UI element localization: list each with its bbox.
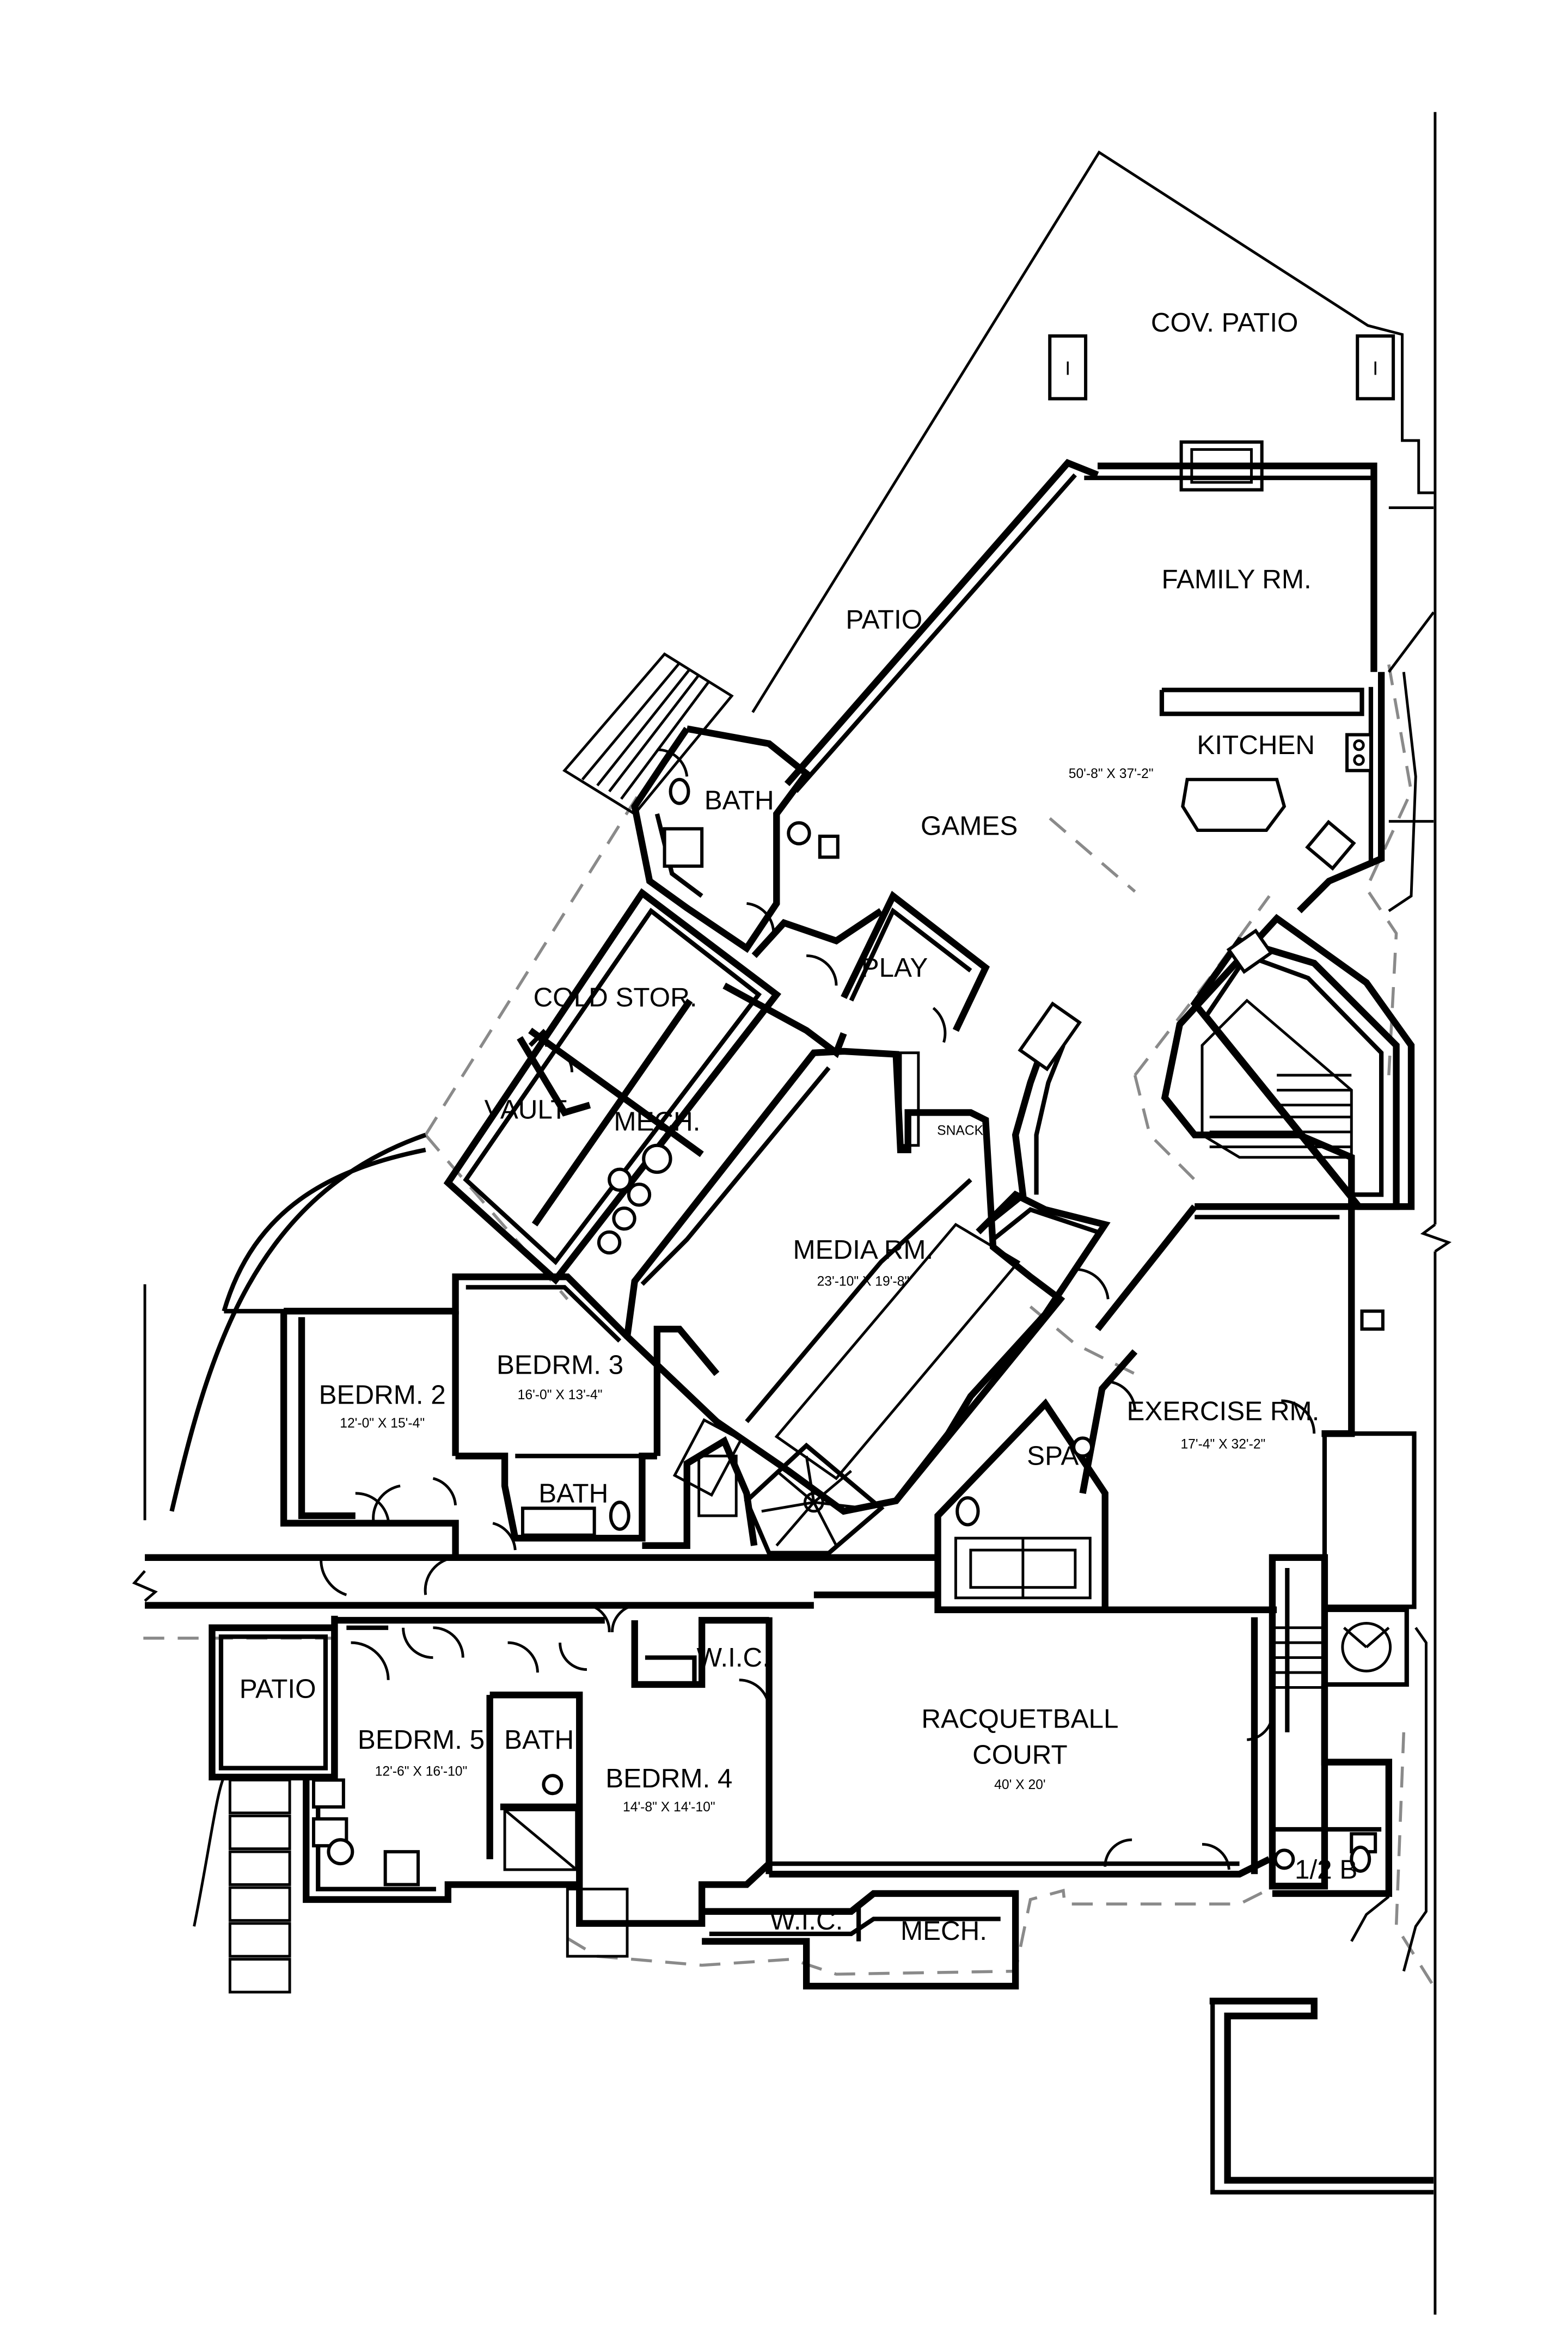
- door-swings: [320, 748, 1316, 1870]
- label-bedrm-2-dims: 12'-0" X 15'-4": [340, 1416, 425, 1431]
- label-patio-upper: PATIO: [846, 605, 922, 635]
- label-bath-lower: BATH: [504, 1725, 574, 1755]
- exterior-stairs: [562, 652, 734, 816]
- label-play: PLAY: [861, 953, 928, 983]
- right-exterior: [1350, 506, 1435, 1972]
- label-exercise-dims: 17'-4" X 32'-2": [1180, 1437, 1265, 1452]
- property-line: [143, 112, 1452, 2315]
- column-left: [1048, 334, 1088, 401]
- label-bedrm-4: BEDRM. 4: [605, 1763, 732, 1793]
- label-bedrm-3-dims: 16'-0" X 13'-4": [518, 1388, 603, 1402]
- label-bedrm-5: BEDRM. 5: [358, 1725, 485, 1755]
- label-bedrm-3: BEDRM. 3: [497, 1350, 623, 1380]
- label-bath-mid: BATH: [538, 1478, 608, 1508]
- spiral-stair-left: [744, 1442, 885, 1555]
- label-bedrm-4-dims: 14'-8" X 14'-10": [623, 1800, 715, 1815]
- label-half-bath: 1/2 B: [1295, 1855, 1357, 1885]
- label-games-dims: 50'-8" X 37'-2": [1069, 767, 1154, 781]
- label-cold-stor: COLD STOR.: [534, 983, 697, 1013]
- kitchen-fixtures: [1159, 688, 1373, 871]
- label-mech-upper: MECH.: [614, 1106, 700, 1136]
- label-wic-lower: W.I.C.: [770, 1906, 843, 1935]
- label-mech-lower: MECH.: [901, 1916, 987, 1946]
- label-snack: SNACK: [937, 1124, 984, 1138]
- label-court: COURT: [972, 1739, 1068, 1769]
- column-mark-left: I: [1065, 357, 1070, 379]
- exterior-steps-lower: [193, 1776, 291, 1994]
- label-exercise-rm: EXERCISE RM.: [1126, 1396, 1319, 1426]
- label-media-rm: MEDIA RM.: [793, 1235, 933, 1265]
- label-racquetball-dims: 40' X 20': [994, 1778, 1045, 1792]
- label-bath-upper: BATH: [705, 786, 774, 816]
- column-mark-right: I: [1373, 357, 1378, 379]
- label-spa: SPA: [1027, 1441, 1079, 1471]
- cov-patio-outline: [751, 150, 1435, 713]
- mech-equipment: [597, 1143, 672, 1255]
- walls: [132, 458, 1417, 1990]
- label-wic-upper: W.I.C.: [697, 1643, 770, 1673]
- plumbing-fixtures: [311, 777, 1385, 1886]
- label-bedrm-5-dims: 12'-6" X 16'-10": [375, 1764, 468, 1779]
- label-patio-lower: PATIO: [240, 1674, 316, 1704]
- outbuilding: [1209, 1998, 1434, 2195]
- label-kitchen: KITCHEN: [1197, 730, 1315, 760]
- label-games: GAMES: [921, 811, 1018, 841]
- label-bedrm-2: BEDRM. 2: [319, 1380, 446, 1410]
- label-racquetball: RACQUETBALL: [921, 1704, 1118, 1734]
- label-media-dims: 23'-10" X 19'-8": [817, 1275, 910, 1289]
- retaining-wall: [169, 1132, 427, 1512]
- label-family-rm: FAMILY RM.: [1161, 565, 1311, 595]
- column-right: [1356, 334, 1395, 401]
- room-labels: COV. PATIO FAMILY RM. PATIO KITCHEN 50'-…: [240, 308, 1358, 1946]
- label-vault: VAULT: [485, 1094, 567, 1124]
- label-cov-patio: COV. PATIO: [1151, 308, 1298, 338]
